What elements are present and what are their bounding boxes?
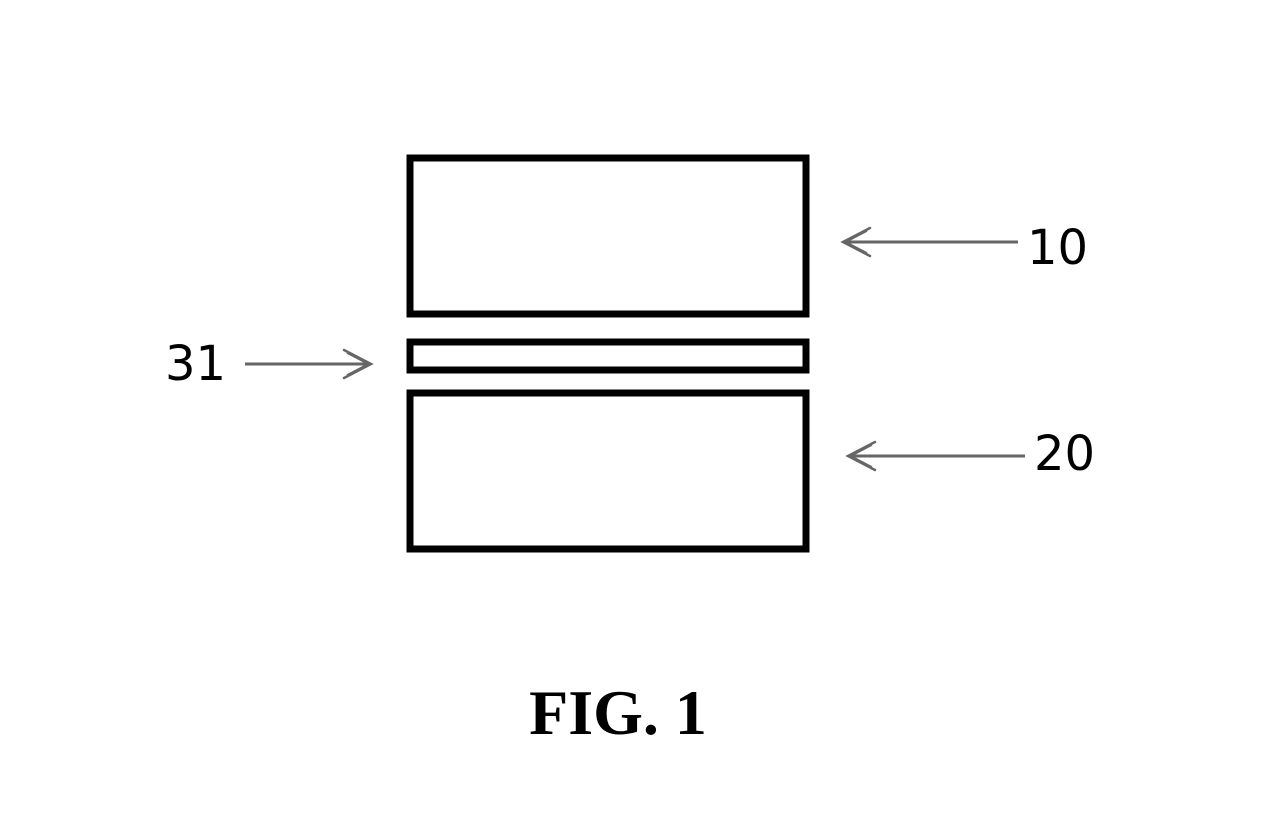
layer-31-box [410,342,806,370]
label-20: 20 [1034,426,1095,482]
arrow-20 [848,442,1025,470]
label-31: 31 [165,336,226,392]
label-10: 10 [1027,220,1088,276]
figure-caption: FIG. 1 [529,677,707,748]
layer-10-box [410,158,806,314]
arrow-10 [843,228,1018,256]
layer-20-box [410,393,806,549]
arrow-31 [245,350,371,378]
